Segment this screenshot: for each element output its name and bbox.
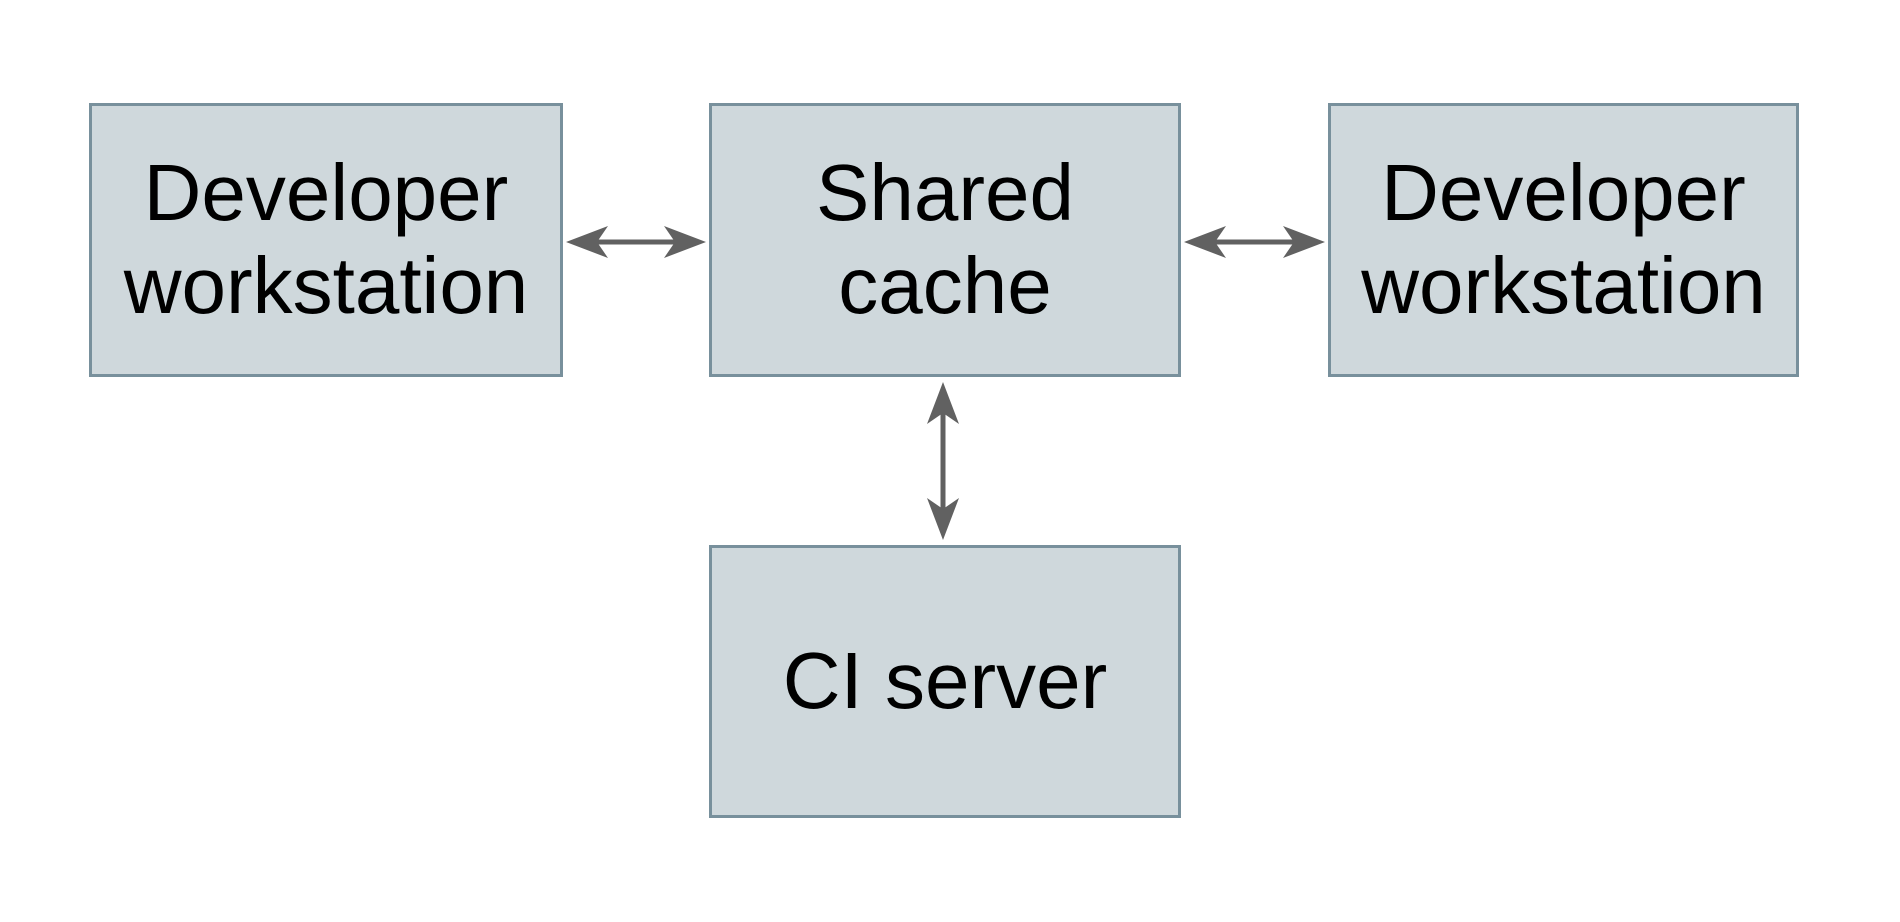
node-ci-server: CI server	[709, 545, 1181, 818]
node-developer-workstation-left: Developer workstation	[89, 103, 563, 377]
bidirectional-arrow-shared-cache-ci-server	[927, 382, 959, 540]
node-ci-server-label: CI server	[782, 636, 1108, 726]
node-shared-cache: Shared cache	[709, 103, 1181, 377]
bidirectional-arrow-shared-cache-right-workstation	[1184, 226, 1325, 258]
node-developer-workstation-right-label: Developer workstation	[1361, 148, 1766, 330]
node-developer-workstation-left-label: Developer workstation	[123, 148, 529, 330]
node-shared-cache-label: Shared cache	[816, 148, 1074, 330]
node-developer-workstation-right: Developer workstation	[1328, 103, 1799, 377]
bidirectional-arrow-left-workstation-shared-cache	[566, 226, 706, 258]
